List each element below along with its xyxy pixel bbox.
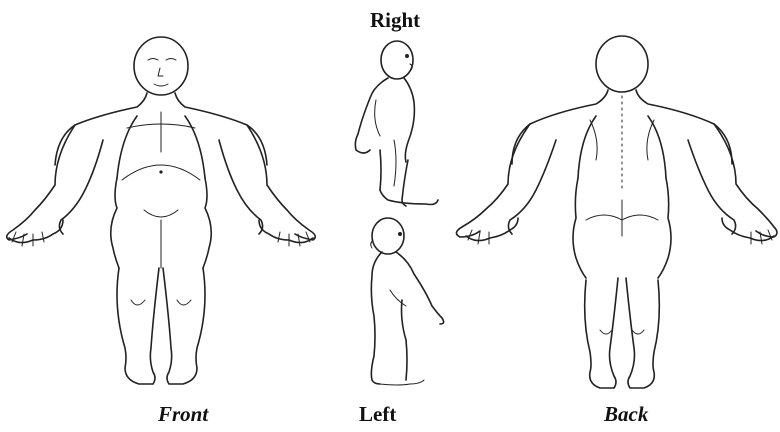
back-torso bbox=[512, 90, 732, 278]
back-right-arm bbox=[688, 124, 777, 244]
back-head bbox=[596, 36, 648, 92]
back-left-arm bbox=[456, 124, 556, 244]
back-legs bbox=[585, 278, 660, 388]
